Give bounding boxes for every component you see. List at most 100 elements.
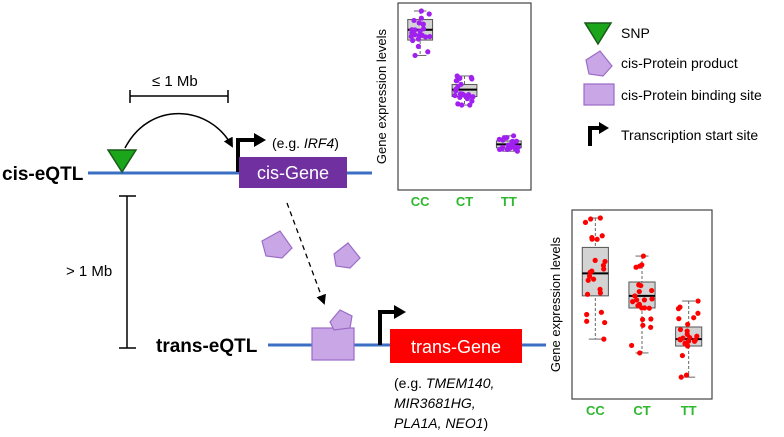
legend-binding-icon — [583, 83, 615, 106]
snp-marker — [106, 149, 138, 174]
trans-tss-arrowhead-icon — [394, 305, 406, 319]
trans-gene-box — [390, 329, 522, 363]
trans-gene-example-line3: PLA1A, NEO1) — [394, 415, 488, 431]
data-point — [695, 310, 701, 316]
legend-snp-label: SNP — [621, 25, 650, 41]
data-point — [469, 98, 475, 104]
data-point — [412, 52, 418, 59]
box — [581, 246, 609, 297]
genotype-label: CT — [633, 403, 650, 418]
data-point — [639, 262, 645, 268]
legend-binding-label: cis-Protein binding site — [621, 87, 762, 103]
data-point — [454, 77, 460, 84]
data-point — [515, 144, 521, 150]
distance-label-trans: > 1 Mb — [66, 263, 112, 280]
data-point — [632, 293, 638, 299]
legend-snp-icon — [583, 22, 613, 46]
data-point — [685, 321, 691, 327]
y-axis-label: Gene expression levels — [548, 236, 563, 372]
legend-tss-label: Transcription start site — [621, 127, 758, 143]
data-point — [589, 268, 595, 274]
data-point — [598, 309, 605, 315]
data-point — [599, 233, 605, 239]
data-point — [411, 17, 417, 24]
data-point — [418, 8, 424, 14]
cis-gene-label: cis-Gene — [257, 163, 329, 183]
data-point — [601, 336, 607, 342]
data-point — [410, 37, 416, 44]
data-point — [637, 350, 643, 356]
data-point — [639, 316, 646, 323]
data-point — [455, 101, 461, 107]
protein-product-icon — [333, 242, 361, 269]
data-point — [418, 15, 424, 21]
genotype-label: CC — [586, 403, 605, 418]
legend-tss-arrowhead-icon — [599, 122, 609, 134]
data-point — [678, 374, 684, 380]
data-point — [584, 311, 590, 318]
data-point — [634, 297, 640, 303]
snp-to-tss-arrow — [124, 112, 233, 149]
data-point — [496, 136, 502, 142]
data-point — [677, 304, 683, 310]
data-point — [452, 92, 458, 99]
data-point — [584, 291, 591, 297]
data-point — [684, 328, 690, 334]
trans-eqtl-label: trans-eQTL — [156, 336, 258, 357]
data-point — [509, 143, 515, 150]
legend: SNP cis-Protein product cis-Protein bind… — [583, 22, 762, 146]
data-point — [594, 236, 600, 242]
data-point — [649, 287, 655, 294]
data-point — [641, 297, 648, 303]
data-point — [468, 74, 474, 81]
data-point — [467, 102, 473, 108]
data-point — [635, 303, 641, 309]
data-point — [415, 43, 421, 49]
legend-protein-label: cis-Protein product — [621, 55, 738, 71]
genotype-label: CC — [411, 194, 430, 209]
data-point — [591, 276, 597, 282]
cis-tss-arrowhead-icon — [254, 133, 266, 147]
data-point — [694, 333, 700, 339]
data-point — [636, 288, 642, 295]
data-point — [685, 343, 691, 349]
cis-gene-example: (e.g. IRF4) — [272, 135, 339, 151]
genotype-label: TT — [501, 194, 517, 209]
data-point — [602, 319, 608, 326]
data-point — [427, 33, 433, 40]
legend-protein-icon — [585, 50, 613, 77]
data-point — [585, 277, 591, 283]
data-point — [420, 21, 426, 28]
cis-to-binding-arrow — [286, 202, 326, 305]
data-point — [633, 264, 639, 270]
data-point — [584, 318, 590, 324]
data-point — [466, 93, 473, 99]
distance-bracket-trans — [119, 195, 136, 349]
data-point — [453, 86, 459, 92]
distance-label-cis: ≤ 1 Mb — [152, 73, 198, 90]
data-point — [597, 215, 603, 221]
data-point — [640, 322, 646, 328]
data-point — [582, 219, 589, 225]
data-point — [691, 315, 697, 321]
data-point — [589, 234, 595, 241]
data-point — [461, 92, 467, 98]
data-point — [648, 324, 654, 330]
data-point — [600, 262, 607, 269]
data-point — [636, 282, 642, 288]
y-axis-label: Gene expression levels — [374, 28, 389, 164]
data-point — [417, 28, 423, 34]
trans-gene-label: trans-Gene — [411, 337, 501, 357]
legend-tss-icon — [588, 126, 601, 146]
cis-tss-arrow-icon — [236, 138, 256, 172]
data-point — [497, 146, 503, 153]
data-point — [597, 286, 603, 292]
data-point — [683, 372, 690, 378]
data-point — [412, 32, 418, 38]
data-point — [646, 305, 652, 311]
data-point — [426, 11, 432, 17]
data-point — [425, 49, 431, 55]
data-point — [695, 298, 701, 304]
